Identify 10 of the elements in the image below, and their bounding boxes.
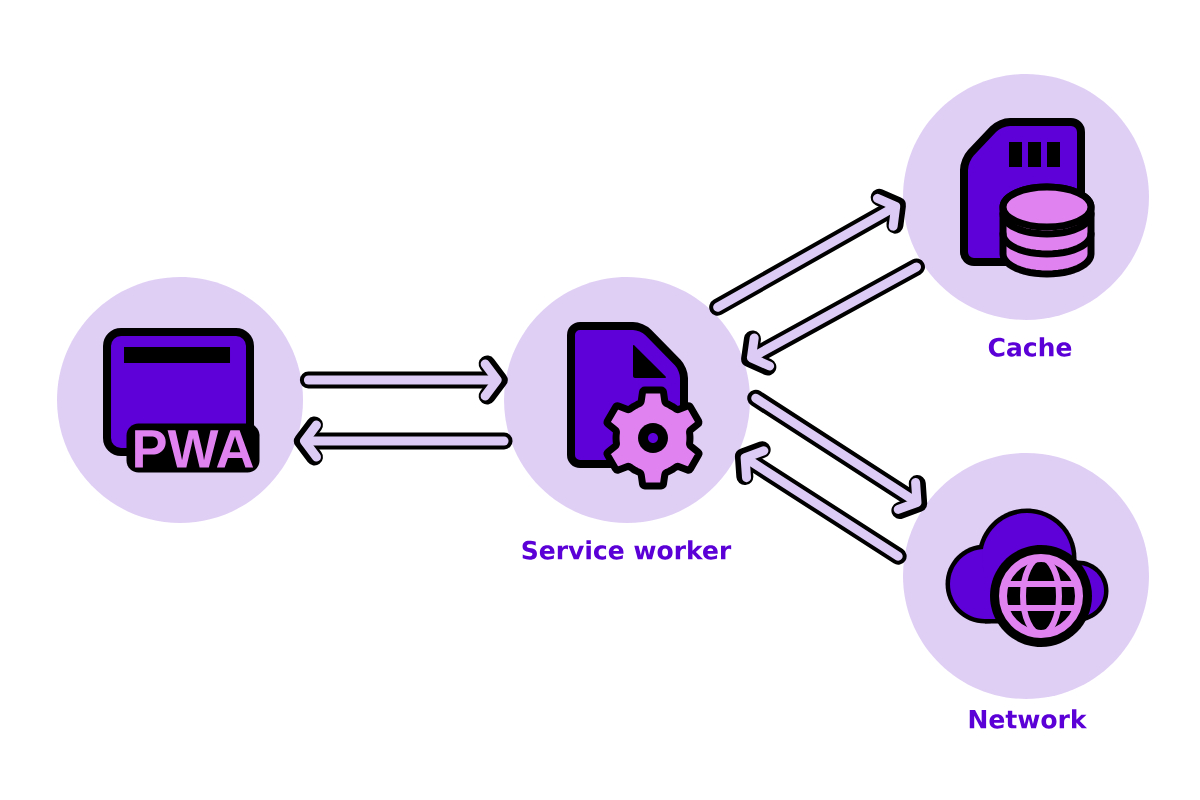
arrow	[299, 355, 508, 405]
node-label: Service worker	[522, 540, 732, 560]
arrow	[747, 389, 928, 519]
arrow	[734, 441, 907, 565]
arrow	[709, 188, 906, 316]
lettering-badge: PWA	[126, 423, 260, 473]
arrow	[293, 416, 513, 466]
arrow	[741, 258, 925, 376]
node-label: Network	[969, 709, 1087, 729]
node-label: Cache	[988, 337, 1072, 357]
